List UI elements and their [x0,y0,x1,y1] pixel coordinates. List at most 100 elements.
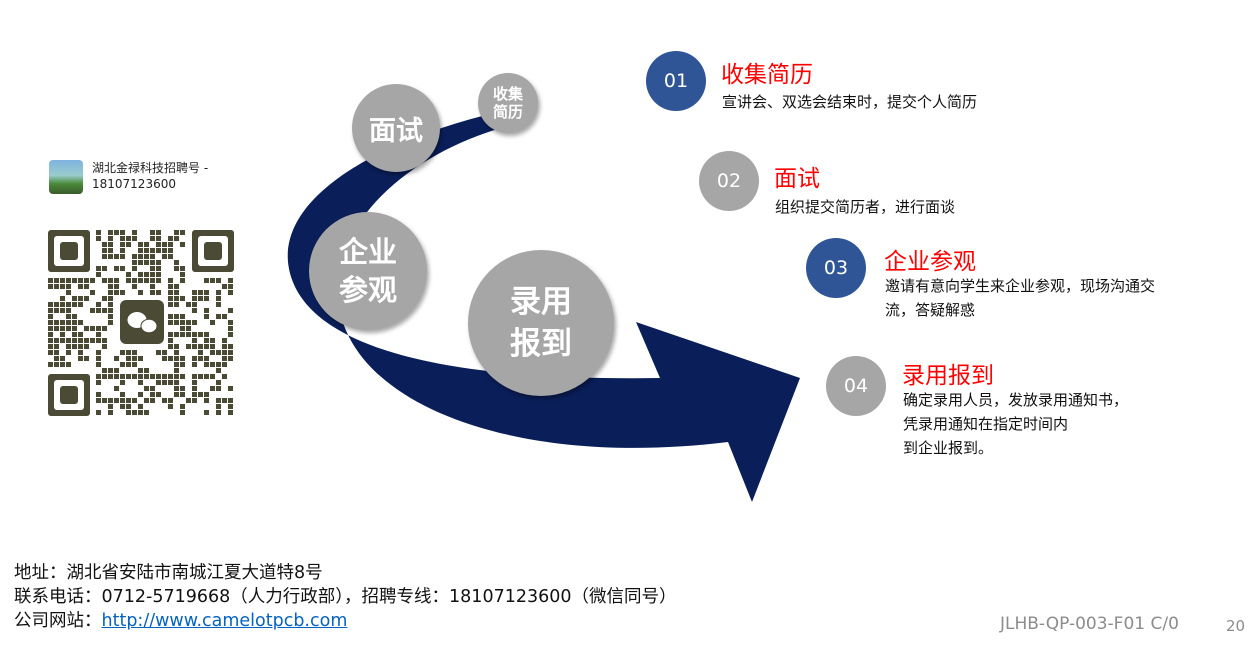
circle-company-visit: 企业参观 [309,212,427,330]
qr-module [192,356,197,361]
qr-module [96,230,101,235]
qr-module [48,302,53,307]
qr-module [156,278,161,283]
qr-module [66,326,71,331]
qr-module [66,338,71,343]
qr-module [138,260,143,265]
qr-module [150,254,155,259]
qr-module [114,230,119,235]
qr-module [120,350,125,355]
qr-module [144,260,149,265]
qr-module [228,398,233,403]
qr-module [96,332,101,337]
qr-module [174,356,179,361]
website-link[interactable]: http://www.camelotpcb.com [101,611,348,631]
qr-module [108,404,113,409]
qr-module [168,344,173,349]
qr-module [66,344,71,349]
qr-module [66,284,71,289]
qr-module [192,380,197,385]
qr-module [162,356,167,361]
qr-module [156,392,161,397]
qr-module [72,302,77,307]
qr-module [222,338,227,343]
qr-module [138,242,143,247]
qr-module [132,398,137,403]
qr-module [54,308,59,313]
qr-module [222,362,227,367]
qr-module [222,374,227,379]
qr-module [150,230,155,235]
qr-module [102,242,107,247]
qr-module [174,296,179,301]
qr-module [192,338,197,343]
qr-module [150,236,155,241]
step-number-03: 03 [806,238,866,298]
qr-module [138,248,143,253]
qr-module [132,236,137,241]
qr-module [204,332,209,337]
qr-module [48,284,53,289]
qr-module [120,248,125,253]
qr-module [84,296,89,301]
account-name: 湖北金禄科技招聘号 -18107123600 [92,160,208,192]
qr-module [210,338,215,343]
qr-module [84,284,89,289]
qr-module [48,332,53,337]
qr-module [96,392,101,397]
qr-module [126,362,131,367]
qr-module [198,344,203,349]
qr-module [96,326,101,331]
qr-module [222,344,227,349]
qr-module [138,272,143,277]
qr-module [132,410,137,415]
qr-module [216,404,221,409]
qr-module [174,236,179,241]
qr-module [144,242,149,247]
qr-module [198,356,203,361]
qr-module [156,260,161,265]
qr-module [108,296,113,301]
qr-module [168,242,173,247]
qr-module [174,374,179,379]
step-number-04: 04 [826,356,886,416]
qr-module [60,326,65,331]
qr-module [144,272,149,277]
qr-module [102,308,107,313]
qr-module [48,344,53,349]
qr-module [48,278,53,283]
qr-module [54,338,59,343]
qr-module [186,326,191,331]
qr-module [216,278,221,283]
qr-module [54,278,59,283]
qr-module [228,326,233,331]
qr-module [174,350,179,355]
qr-module [114,374,119,379]
qr-module [156,350,161,355]
qr-module [150,386,155,391]
qr-module [120,230,125,235]
qr-module [192,296,197,301]
qr-module [162,254,167,259]
qr-module [72,278,77,283]
qr-module [150,278,155,283]
qr-finder [60,386,78,404]
qr-module [96,410,101,415]
qr-module [210,320,215,325]
qr-module [156,272,161,277]
qr-module [120,398,125,403]
qr-module [66,290,71,295]
qr-module [108,398,113,403]
qr-module [96,236,101,241]
qr-module [96,308,101,313]
qr-module [72,296,77,301]
qr-module [108,242,113,247]
qr-module [78,278,83,283]
qr-module [66,320,71,325]
qr-module [168,278,173,283]
step-title: 收集简历 [721,62,813,88]
qr-module [66,314,71,319]
qr-module [168,236,173,241]
qr-module [60,296,65,301]
